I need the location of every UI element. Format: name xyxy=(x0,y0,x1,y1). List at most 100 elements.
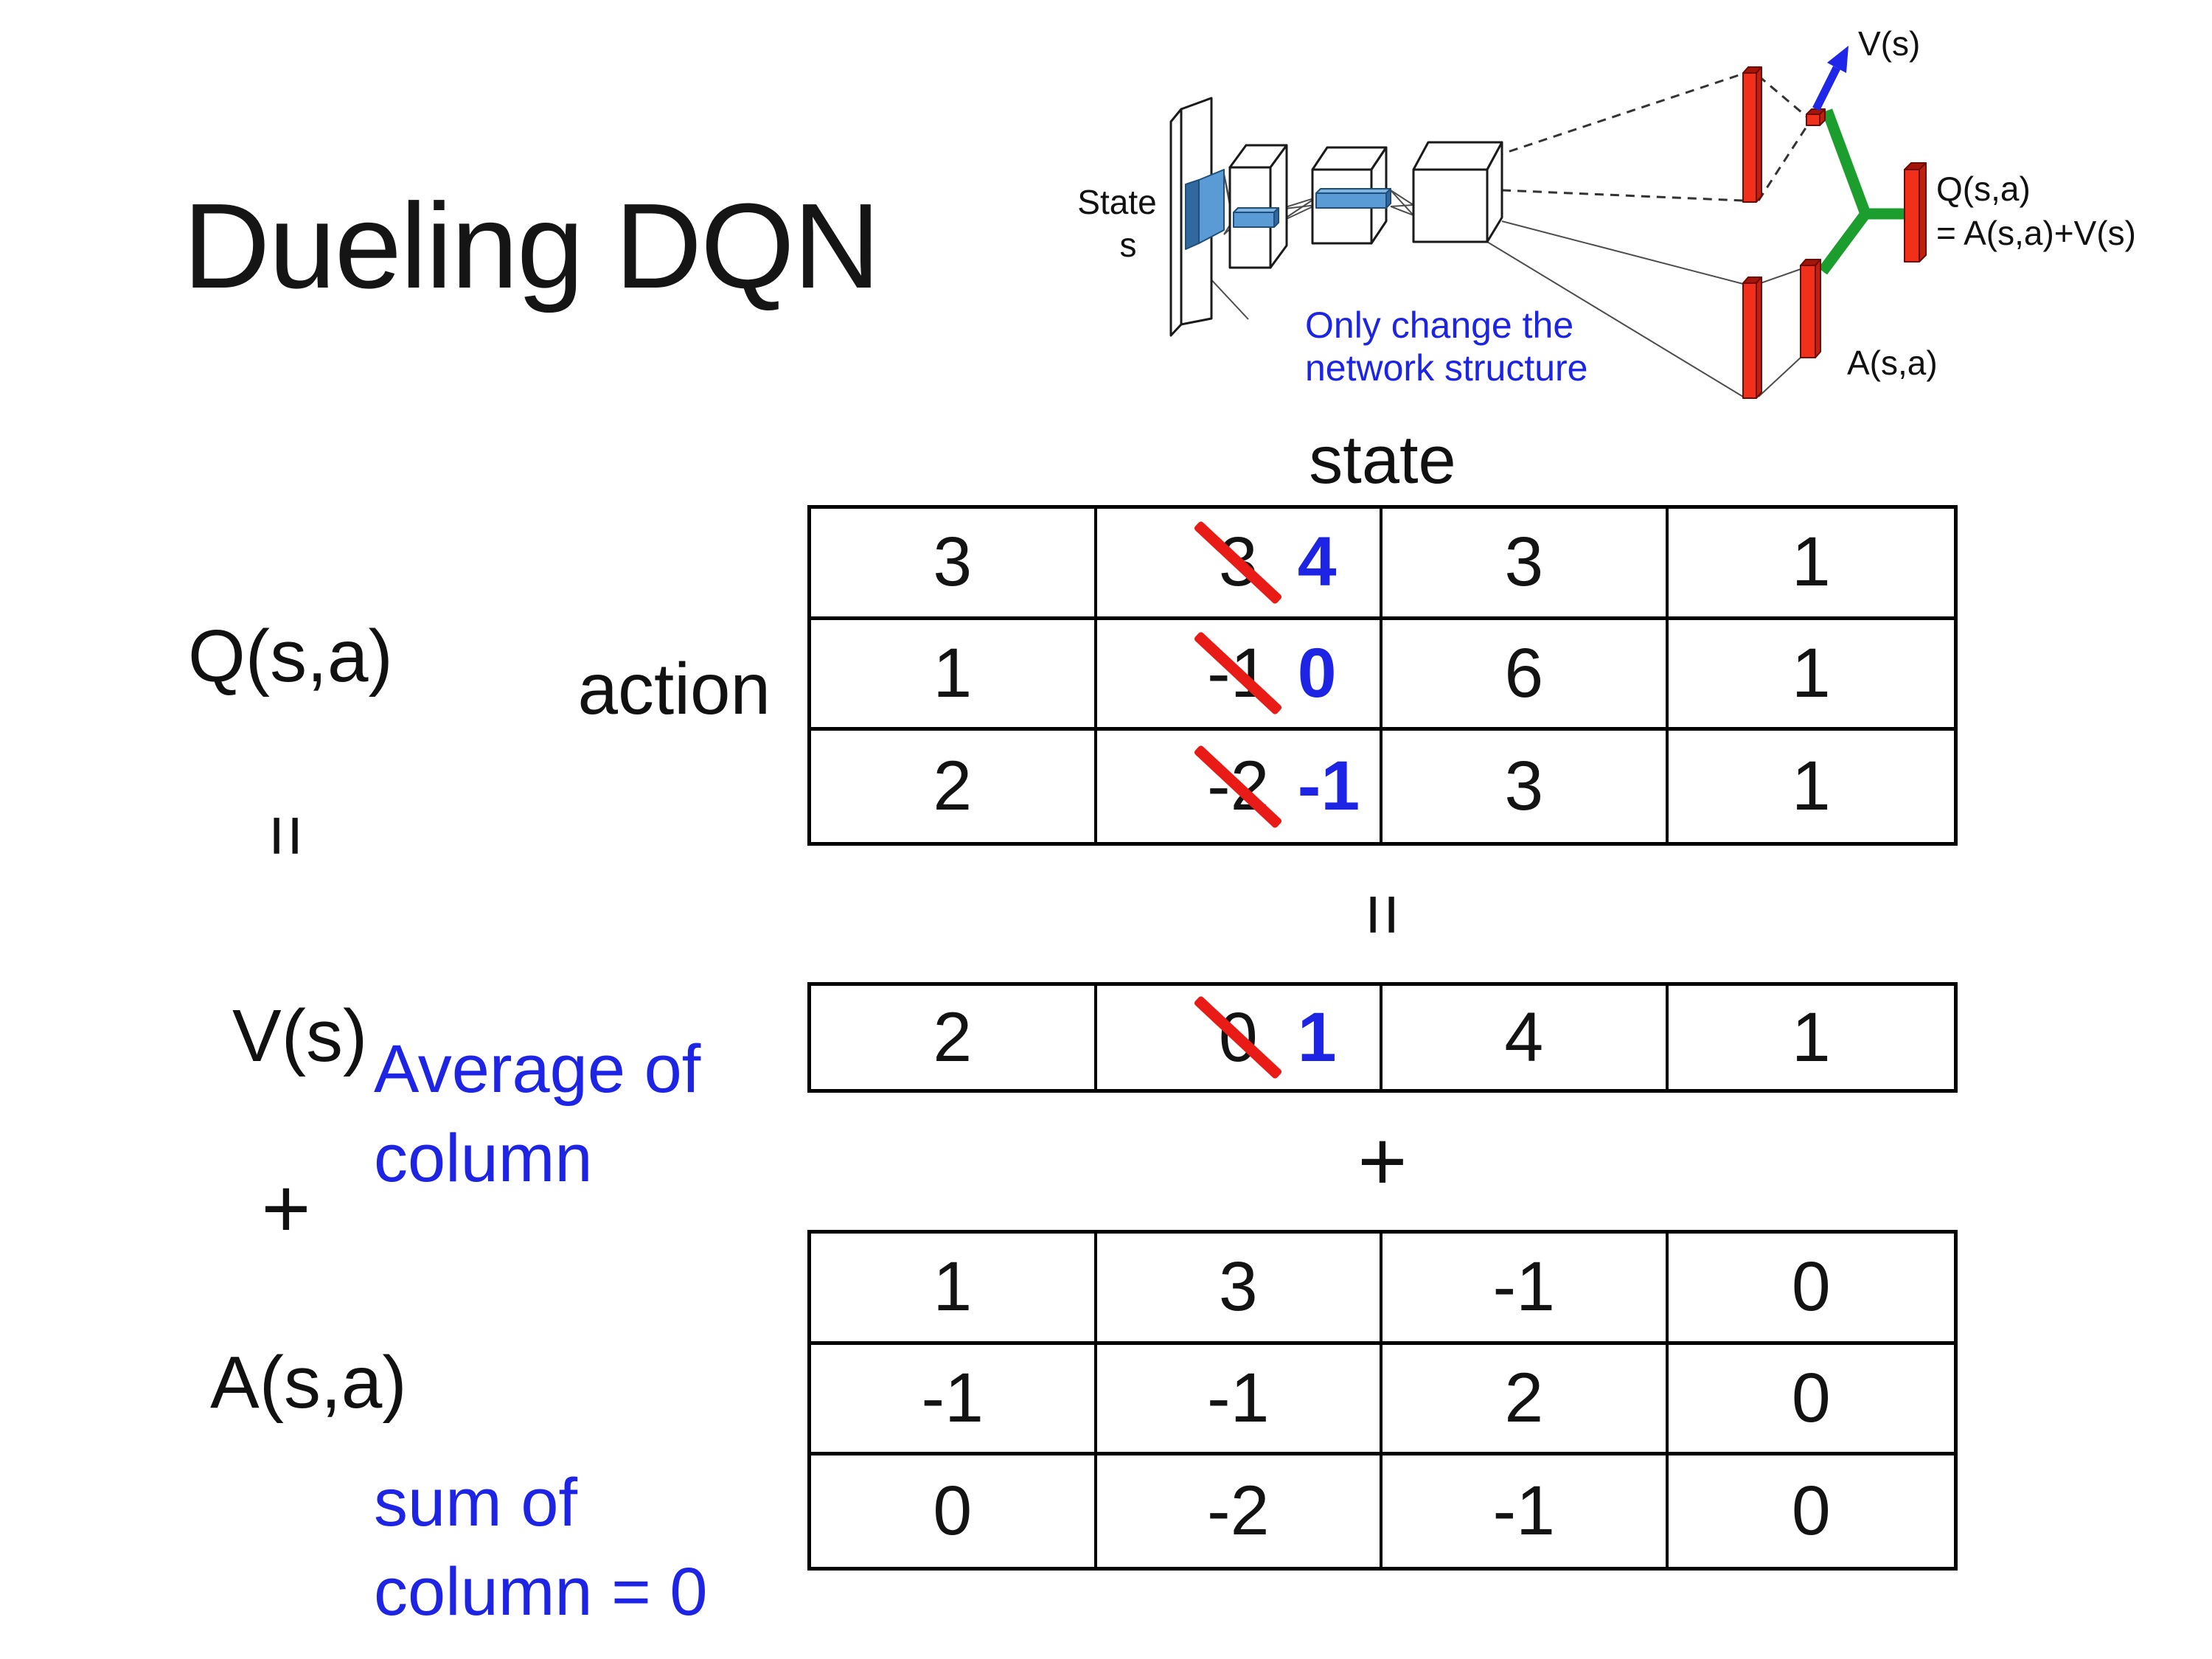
advantage-vector-bar xyxy=(1800,259,1821,358)
a-table-cell-r2c1: -2 xyxy=(1097,1455,1382,1567)
q-table-cell-r1c3: 1 xyxy=(1668,620,1954,731)
q-table-cell-r0c1: 34 xyxy=(1096,509,1382,620)
a-table-cell-r1c0: -1 xyxy=(811,1344,1097,1456)
q-table-cell-r1c0: 1 xyxy=(811,619,1097,731)
advantage-stream-fan-lines xyxy=(1486,220,1801,397)
a-table-cell-r0c3: 0 xyxy=(1668,1234,1954,1345)
v-table-cell-r0c2: 4 xyxy=(1382,986,1669,1089)
diagram-q-label-line1: Q(s,a) xyxy=(1936,170,2031,208)
cell-value: 1 xyxy=(1791,633,1831,712)
value-stream-dashed-lines xyxy=(1494,72,1808,202)
equals-sign-left: = xyxy=(242,791,330,880)
plus-sign-center: + xyxy=(1338,1114,1427,1208)
cell-value: -1 xyxy=(1492,1472,1555,1551)
q-table-cell-r2c3: 1 xyxy=(1669,731,1955,842)
equals-glyph: = xyxy=(1341,892,1425,936)
advantage-table: 1 3 -1 0 -1 -1 2 0 0 -2 -1 0 xyxy=(807,1230,1958,1571)
cell-value: -1 xyxy=(1207,1358,1270,1437)
diagram-q-label-line2: = A(s,a)+V(s) xyxy=(1936,214,2136,252)
v-table-cell-r0c1: 01 xyxy=(1097,986,1382,1089)
cell-value: 2 xyxy=(933,747,973,826)
cell-value: 0 xyxy=(933,1472,973,1551)
value-output-arrow xyxy=(1812,46,1848,111)
cell-value: 2 xyxy=(1504,1358,1544,1437)
conv-feature-bar-2 xyxy=(1315,188,1391,209)
cell-value: 3 xyxy=(1504,747,1544,826)
q-output-bar xyxy=(1904,162,1927,262)
cell-value: 1 xyxy=(933,1248,973,1326)
equals-glyph: = xyxy=(245,813,328,858)
page-title: Dueling DQN xyxy=(183,178,880,313)
replacement-value: 1 xyxy=(1297,998,1337,1077)
cell-value: 2 xyxy=(933,998,973,1077)
conv-patch xyxy=(1185,169,1225,250)
q-table-cell-r2c0: 2 xyxy=(811,731,1097,842)
value-note-line1: Average of xyxy=(374,1032,701,1107)
equals-sign-center: = xyxy=(1338,870,1427,959)
cell-value: 6 xyxy=(1504,633,1544,712)
conv-feature-bar-1 xyxy=(1233,207,1279,228)
v-table-cell-r0c3: 1 xyxy=(1669,986,1955,1089)
cell-value: 1 xyxy=(1791,747,1831,826)
cell-value: 0 xyxy=(1791,1358,1831,1437)
state-value-table: 2 01 4 1 xyxy=(807,982,1958,1093)
cell-value: -2 xyxy=(1207,1472,1270,1551)
a-table-cell-r0c1: 3 xyxy=(1096,1234,1382,1345)
diagram-value-label: V(s) xyxy=(1858,24,1920,63)
cell-value: -1 xyxy=(921,1358,984,1437)
a-table-cell-r2c2: -1 xyxy=(1382,1455,1669,1567)
a-table-cell-r0c2: -1 xyxy=(1382,1234,1669,1345)
cell-value: 1 xyxy=(1791,523,1831,602)
cell-value: 1 xyxy=(1791,998,1831,1077)
advantage-note-line1: sum of xyxy=(374,1465,578,1540)
q-table-cell-r2c2: 3 xyxy=(1382,731,1669,842)
cell-value: 1 xyxy=(933,633,973,712)
a-table-cell-r0c0: 1 xyxy=(811,1234,1097,1345)
diagram-note-line1: Only change the xyxy=(1305,305,1573,346)
diagram-advantage-label: A(s,a) xyxy=(1847,344,1938,382)
q-table-cell-r1c1: -10 xyxy=(1096,619,1382,731)
cell-value: 0 xyxy=(1791,1248,1831,1326)
value-note: Average of column xyxy=(374,1025,700,1203)
cell-value: 4 xyxy=(1504,998,1544,1077)
diagram-state-label-line1: State xyxy=(1077,183,1156,221)
hidden-bar-value xyxy=(1742,66,1762,203)
replacement-value: 0 xyxy=(1297,633,1337,712)
cell-value: 0 xyxy=(1791,1472,1831,1551)
a-table-cell-r2c0: 0 xyxy=(811,1455,1097,1567)
replacement-value: -1 xyxy=(1297,747,1360,826)
a-table-cell-r1c1: -1 xyxy=(1096,1344,1382,1456)
cell-value: -1 xyxy=(1492,1248,1555,1326)
q-function-label: Q(s,a) xyxy=(188,615,393,698)
plus-sign-left: + xyxy=(242,1161,330,1256)
a-table-cell-r1c3: 0 xyxy=(1668,1345,1954,1456)
state-axis-label: state xyxy=(1309,422,1456,498)
merge-connector xyxy=(1818,108,1905,275)
q-table-cell-r2c1: -2-1 xyxy=(1097,731,1382,842)
value-scalar-box xyxy=(1806,108,1826,126)
hidden-bar-advantage xyxy=(1742,276,1762,399)
q-table-cell-r1c2: 6 xyxy=(1382,619,1669,731)
advantage-note-line2: column = 0 xyxy=(374,1554,708,1630)
advantage-note: sum of column = 0 xyxy=(374,1458,708,1636)
network-architecture-diagram: V(s) State s Only change the network str… xyxy=(1077,24,2136,399)
q-table-cell-r0c3: 1 xyxy=(1668,509,1954,620)
advantage-function-label: A(s,a) xyxy=(210,1341,407,1424)
value-note-line2: column xyxy=(374,1120,593,1196)
cell-value: 3 xyxy=(1218,1248,1258,1326)
conv-layer-box-1 xyxy=(1228,144,1288,269)
diagram-note-line2: network structure xyxy=(1305,347,1587,389)
cell-value: 3 xyxy=(1504,523,1544,602)
a-table-cell-r2c3: 0 xyxy=(1669,1455,1955,1567)
action-axis-label: action xyxy=(577,648,771,729)
fc-layer-box xyxy=(1412,141,1503,243)
value-function-label: V(s) xyxy=(232,995,368,1077)
plus-glyph: + xyxy=(261,1161,311,1256)
q-table-cell-r0c0: 3 xyxy=(811,509,1097,620)
cell-value: 3 xyxy=(933,523,973,602)
plus-glyph: + xyxy=(1357,1114,1408,1208)
a-table-cell-r1c2: 2 xyxy=(1382,1344,1669,1456)
diagram-state-label-line2: s xyxy=(1120,226,1137,264)
